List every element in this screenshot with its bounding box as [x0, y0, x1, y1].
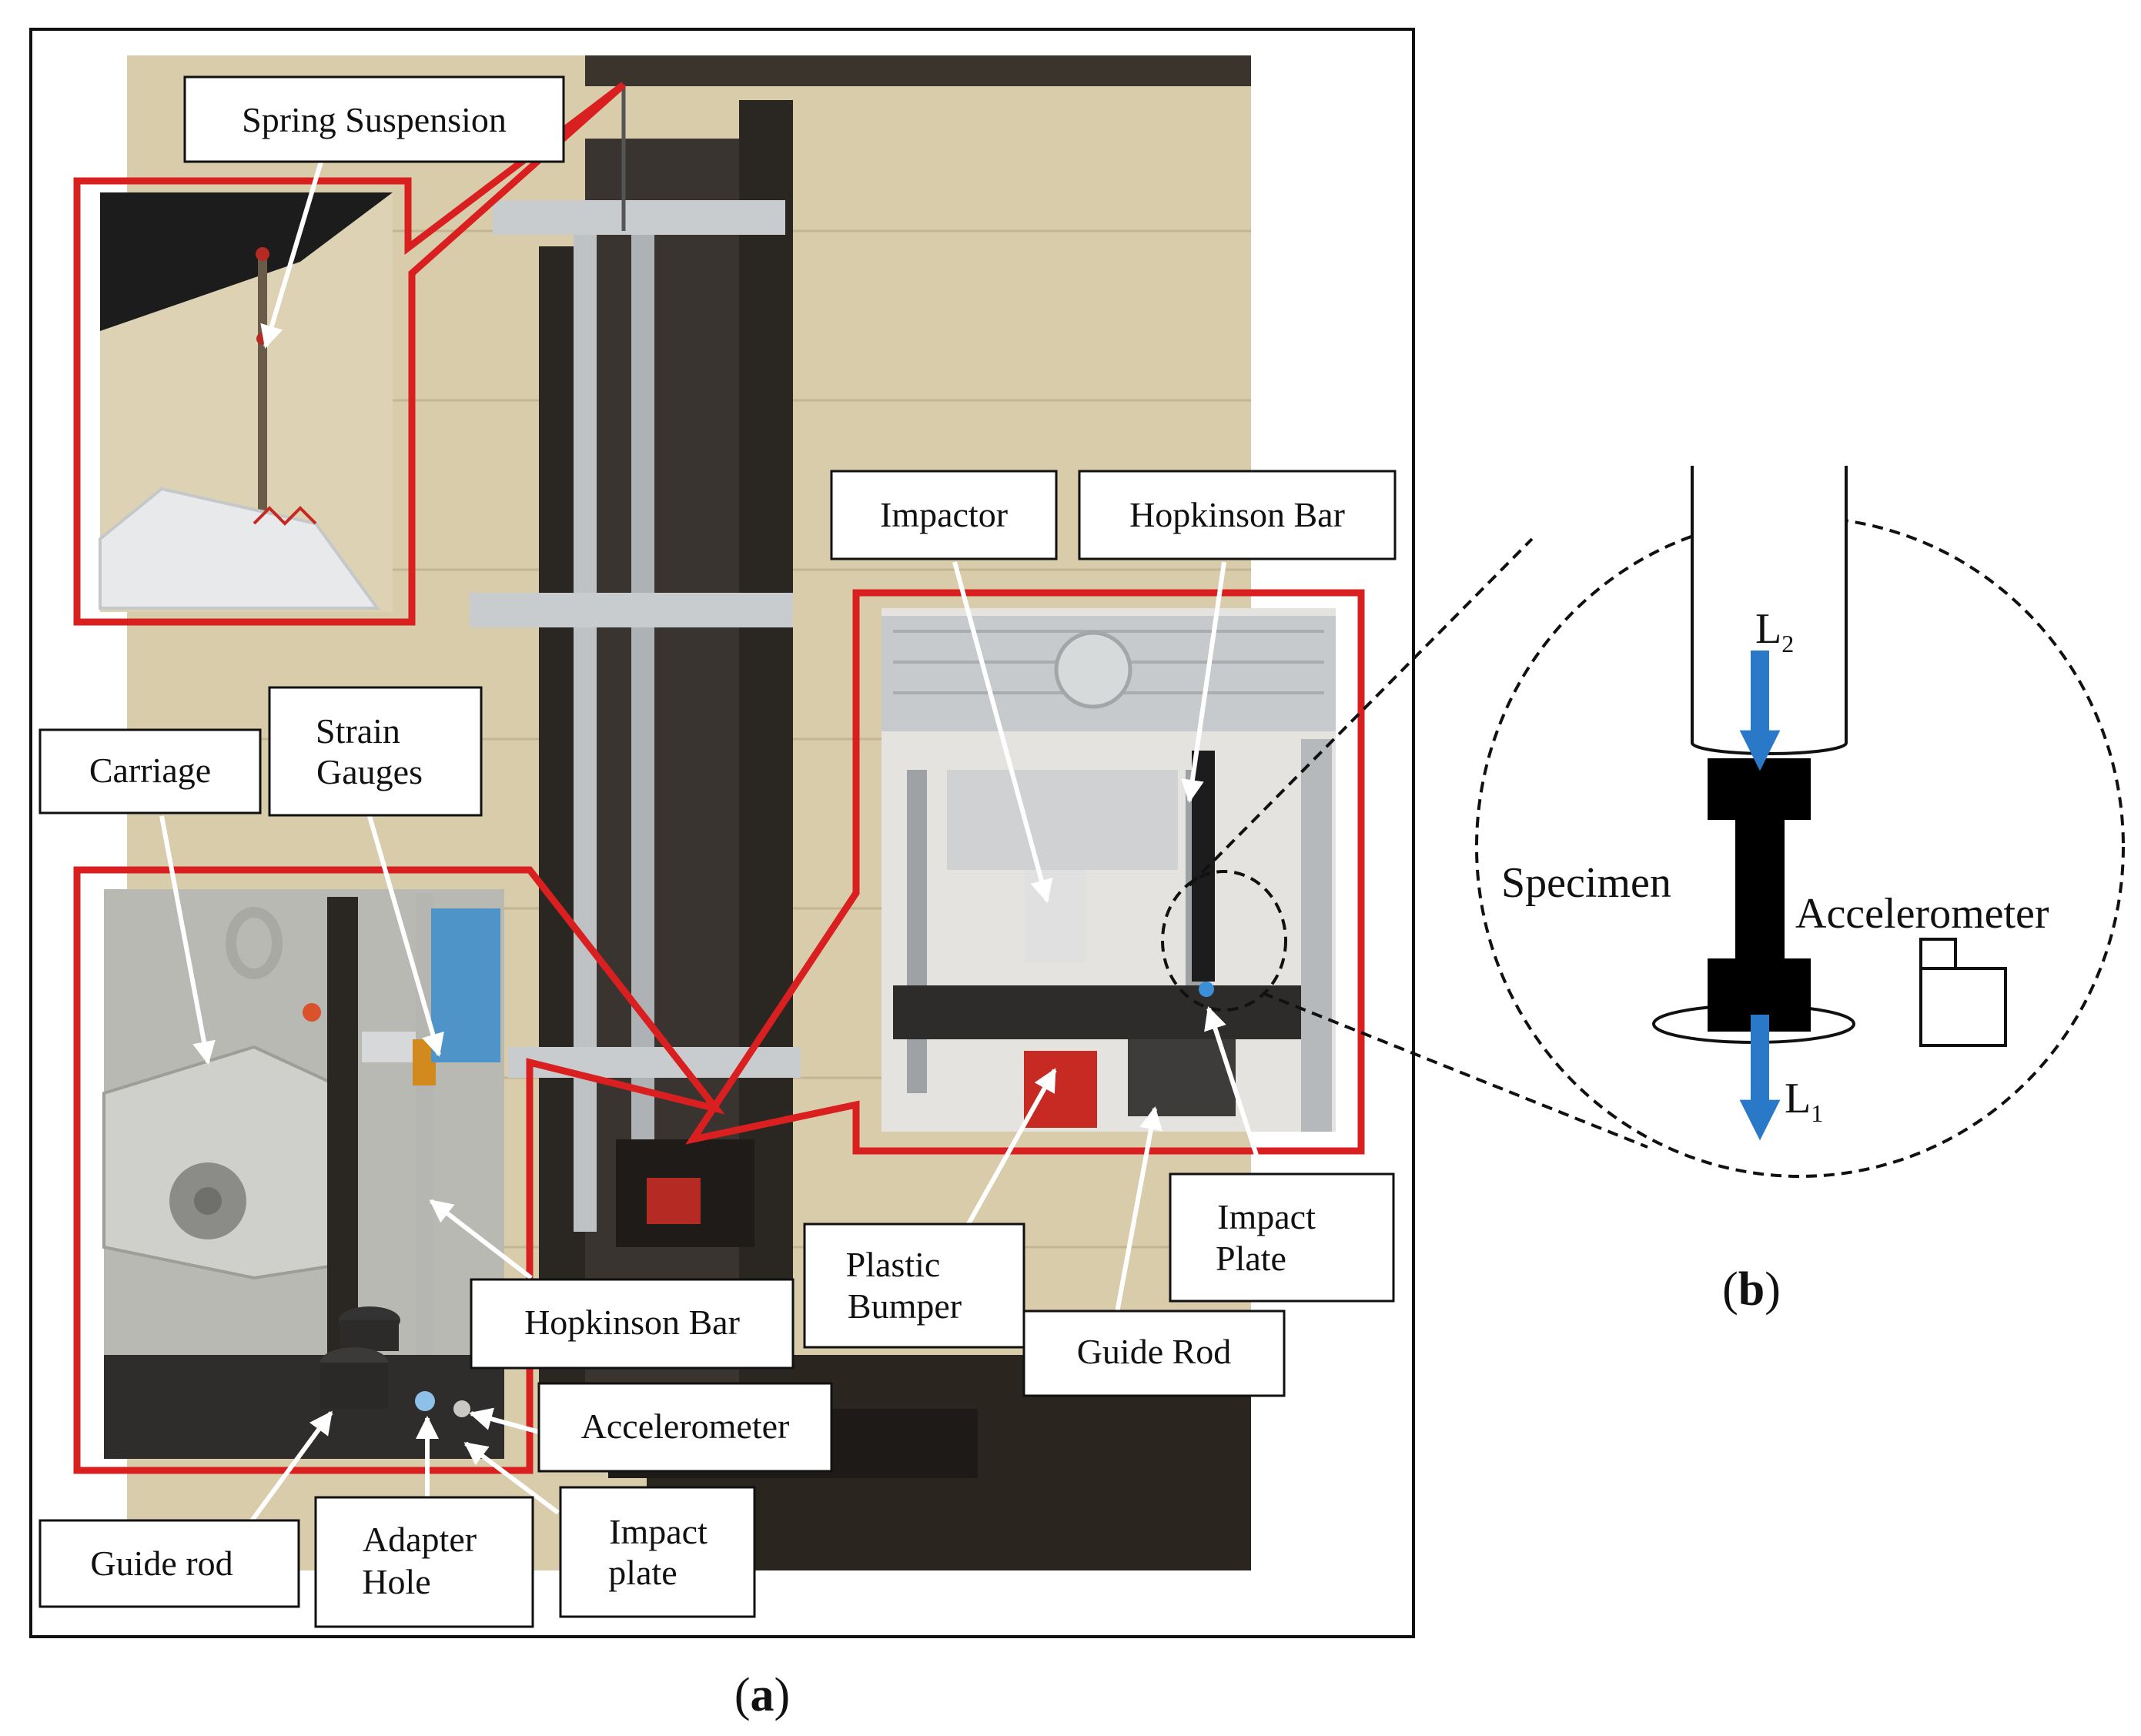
inset-highlight-carriage — [73, 866, 725, 1474]
label-adapter-hole-2: Hole — [362, 1562, 430, 1601]
tower-red-part — [647, 1178, 701, 1224]
label-impact-plate-right-1: Impact — [1217, 1197, 1316, 1236]
callout-impact-plate-right: Impact Plate — [1169, 1172, 1395, 1303]
inset-highlight-spring — [73, 82, 626, 626]
label-impactor: Impactor — [880, 495, 1008, 534]
callout-carriage: Carriage — [38, 728, 262, 814]
load-top-main: L — [1755, 605, 1781, 653]
caption-b-close: ) — [1765, 1263, 1781, 1316]
load-bottom-main: L — [1785, 1075, 1811, 1122]
callout-accelerometer: Accelerometer — [537, 1382, 833, 1473]
tower-crossbar-mid — [470, 593, 793, 627]
impact-plate-ring — [1651, 1004, 1856, 1044]
caption-b-letter: b — [1738, 1263, 1765, 1316]
callout-impactor: Impactor — [830, 470, 1058, 560]
caption-a-letter: a — [751, 1669, 774, 1721]
ceiling-dark — [585, 55, 1251, 86]
load-bottom-sub: 1 — [1811, 1099, 1823, 1127]
callout-hopkinson-bar-bottom: Hopkinson Bar — [470, 1278, 795, 1370]
load-top-sub: 2 — [1781, 630, 1794, 657]
photo-zoom-circle — [1161, 870, 1287, 1012]
callout-guide-rod-right: Guide Rod — [1022, 1310, 1286, 1397]
load-label-bottom: L1 — [1785, 1075, 1823, 1127]
specimen-dogbone — [1708, 758, 1811, 1032]
callout-arrows — [159, 153, 1265, 1530]
caption-a-open: ( — [734, 1669, 751, 1721]
specimen-label: Specimen — [1501, 859, 1671, 907]
callout-spring-suspension: Spring Suspension — [183, 75, 565, 163]
label-hopkinson-bar-bottom: Hopkinson Bar — [524, 1303, 740, 1342]
zoom-connector-lines — [1188, 537, 1648, 1149]
caption-b: (b) — [1722, 1263, 1781, 1316]
tower-rail-2 — [631, 231, 654, 1232]
load-label-top: L2 — [1755, 605, 1794, 657]
inset-highlight-impactor — [685, 589, 1365, 1155]
inset-spring-suspension — [73, 82, 626, 626]
label-strain-gauges-2: Gauges — [316, 752, 423, 791]
caption-a: (a) — [734, 1669, 790, 1721]
callout-adapter-hole: Adapter Hole — [314, 1496, 534, 1628]
callout-hopkinson-bar-top: Hopkinson Bar — [1078, 470, 1397, 560]
caption-b-open: ( — [1722, 1263, 1738, 1316]
label-plastic-bumper-2: Bumper — [848, 1286, 962, 1326]
label-plastic-bumper-1: Plastic — [846, 1245, 941, 1284]
label-impact-plate-right-2: Plate — [1216, 1239, 1286, 1278]
label-spring-suspension: Spring Suspension — [242, 100, 507, 139]
label-impact-plate-left-2: plate — [608, 1553, 677, 1592]
label-hopkinson-bar-top: Hopkinson Bar — [1129, 495, 1345, 534]
accelerometer-schematic — [1919, 938, 2007, 1047]
schematic-panel-b: L2 L1 Specimen Accelerometer — [1475, 466, 2125, 1178]
label-accelerometer: Accelerometer — [581, 1407, 790, 1446]
label-adapter-hole-1: Adapter — [363, 1520, 477, 1559]
callout-guide-rod-left: Guide rod — [38, 1519, 300, 1608]
label-guide-rod-right: Guide Rod — [1077, 1332, 1232, 1371]
caption-a-close: ) — [774, 1669, 791, 1721]
tower-crossbar-top — [493, 200, 785, 235]
callout-impact-plate-left: Impact plate — [559, 1486, 756, 1618]
callout-strain-gauges: Strain Gauges — [268, 686, 483, 817]
label-guide-rod-left: Guide rod — [90, 1544, 232, 1583]
label-impact-plate-left-1: Impact — [609, 1512, 708, 1551]
tower-back — [585, 139, 739, 1447]
tower-crossbar-low — [508, 1047, 801, 1078]
label-strain-gauges-1: Strain — [316, 711, 400, 751]
accelerometer-label: Accelerometer — [1795, 890, 2049, 938]
photo-panel-a: Spring Suspension Carriage Strain Gauges… — [29, 28, 1415, 1638]
label-carriage: Carriage — [89, 751, 211, 790]
callout-plastic-bumper: Plastic Bumper — [803, 1223, 1025, 1349]
